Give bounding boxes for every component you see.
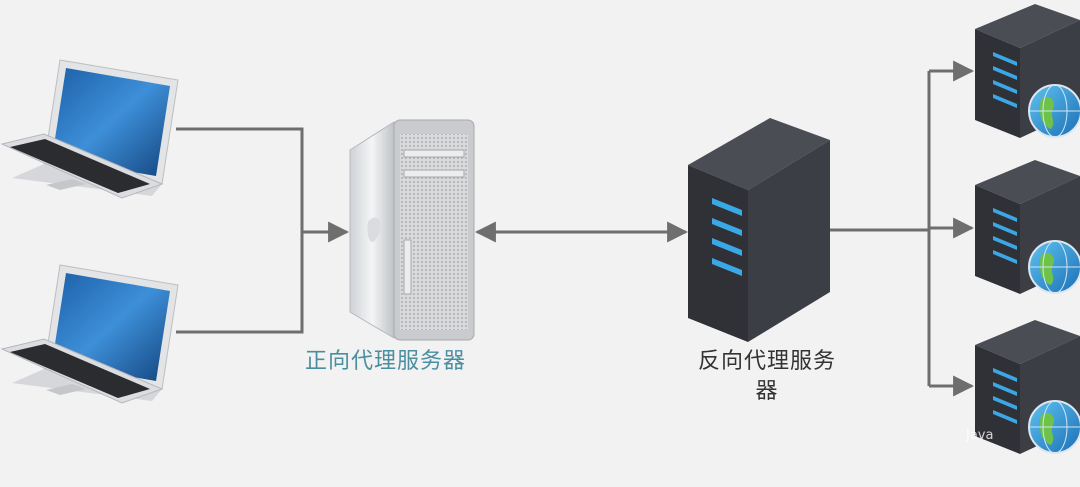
connector-laptop-1 xyxy=(176,127,350,243)
connector-lines xyxy=(176,60,975,397)
reverse-proxy-label-line1: 反向代理服务 xyxy=(697,349,836,374)
server-tower-icon xyxy=(688,118,830,342)
laptop-icon xyxy=(0,264,179,404)
server-globe-icon xyxy=(975,4,1080,138)
forward-proxy-label: 正向代理服务器 xyxy=(305,349,467,374)
connector-laptop-2 xyxy=(176,232,304,334)
tower-server-icon xyxy=(349,119,475,341)
laptop-icon xyxy=(0,59,179,199)
server-globe-icon xyxy=(975,160,1080,294)
reverse-proxy-label: 反向代理服务 器 xyxy=(672,347,862,407)
server-globe-icon xyxy=(975,320,1080,454)
reverse-proxy-label-line2: 器 xyxy=(755,379,779,404)
watermark: Java xyxy=(966,428,994,443)
